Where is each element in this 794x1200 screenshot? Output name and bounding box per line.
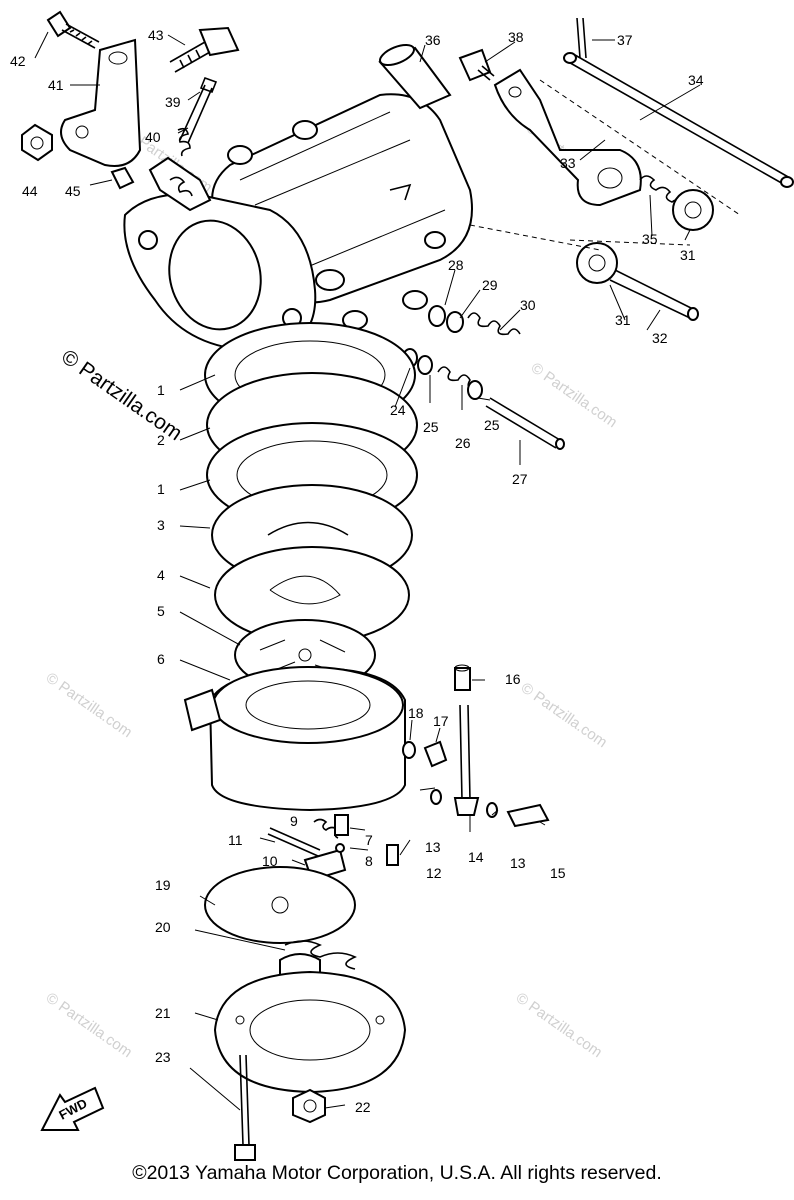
bolt-and-nut: [234, 1054, 326, 1161]
callout-23: 23: [155, 1049, 171, 1065]
callout-1-upper: 1: [157, 382, 165, 398]
callout-30: 30: [520, 297, 536, 313]
callout-11: 11: [228, 832, 243, 848]
callout-26: 26: [455, 435, 471, 451]
callout-21: 21: [155, 1005, 171, 1021]
callout-12: 12: [426, 865, 442, 881]
leader-lines: [34, 31, 701, 1111]
callout-24: 24: [390, 402, 406, 418]
callout-41: 41: [48, 77, 64, 93]
upper-right-parts: [378, 17, 794, 321]
callout-18: 18: [408, 705, 424, 721]
watermark: © Partzilla.com: [528, 359, 621, 431]
callout-25-left: 25: [423, 419, 439, 435]
fwd-arrow: FWD: [40, 1086, 105, 1131]
callout-28: 28: [448, 257, 464, 273]
callout-17: 17: [433, 713, 449, 729]
callout-45: 45: [65, 183, 81, 199]
callout-22: 22: [355, 1099, 371, 1115]
callout-5: 5: [157, 603, 165, 619]
callout-2: 2: [157, 432, 165, 448]
callout-31-upper: 31: [680, 247, 696, 263]
callout-labels: 42 43 41 39 40 44 45 36 38 37 34 33 35 3…: [10, 27, 704, 1115]
pump-body: [183, 666, 406, 812]
callout-27: 27: [512, 471, 528, 487]
callout-37: 37: [617, 32, 633, 48]
callout-44: 44: [22, 183, 38, 199]
callout-29: 29: [482, 277, 498, 293]
watermark: © Partzilla.com: [513, 989, 606, 1061]
callout-8: 8: [365, 853, 373, 869]
lower-cover-assembly: [204, 866, 407, 1094]
callout-20: 20: [155, 919, 171, 935]
callout-13-right: 13: [510, 855, 526, 871]
callout-10: 10: [262, 853, 278, 869]
callout-7: 7: [365, 832, 373, 848]
callout-33: 33: [560, 155, 576, 171]
carburetor-body: [123, 93, 473, 352]
callout-9: 9: [290, 813, 298, 829]
watermark: © Partzilla.com: [518, 679, 611, 751]
callout-34: 34: [688, 72, 704, 88]
callout-3: 3: [157, 517, 165, 533]
pump-right-parts: [402, 664, 550, 828]
callout-15: 15: [550, 865, 566, 881]
callout-1-lower: 1: [157, 481, 165, 497]
callout-39: 39: [165, 94, 181, 110]
callout-38: 38: [508, 29, 524, 45]
watermark-main: © Partzilla.com: [57, 345, 186, 445]
callout-14: 14: [468, 849, 484, 865]
callout-36: 36: [425, 32, 441, 48]
watermark: © Partzilla.com: [43, 669, 136, 741]
callout-31-lower: 31: [615, 312, 631, 328]
callout-6: 6: [157, 651, 165, 667]
callout-4: 4: [157, 567, 165, 583]
watermark: © Partzilla.com: [43, 989, 136, 1061]
callout-32: 32: [652, 330, 668, 346]
callout-35: 35: [642, 231, 658, 247]
callout-42: 42: [10, 53, 26, 69]
callout-16: 16: [505, 671, 521, 687]
callout-40: 40: [145, 129, 161, 145]
callout-19: 19: [155, 877, 171, 893]
callout-13-left: 13: [425, 839, 441, 855]
callout-43: 43: [148, 27, 164, 43]
upper-left-parts: [21, 10, 240, 212]
copyright-notice: ©2013 Yamaha Motor Corporation, U.S.A. A…: [132, 1162, 662, 1184]
gasket-stack: [204, 322, 418, 691]
callout-25-right: 25: [484, 417, 500, 433]
